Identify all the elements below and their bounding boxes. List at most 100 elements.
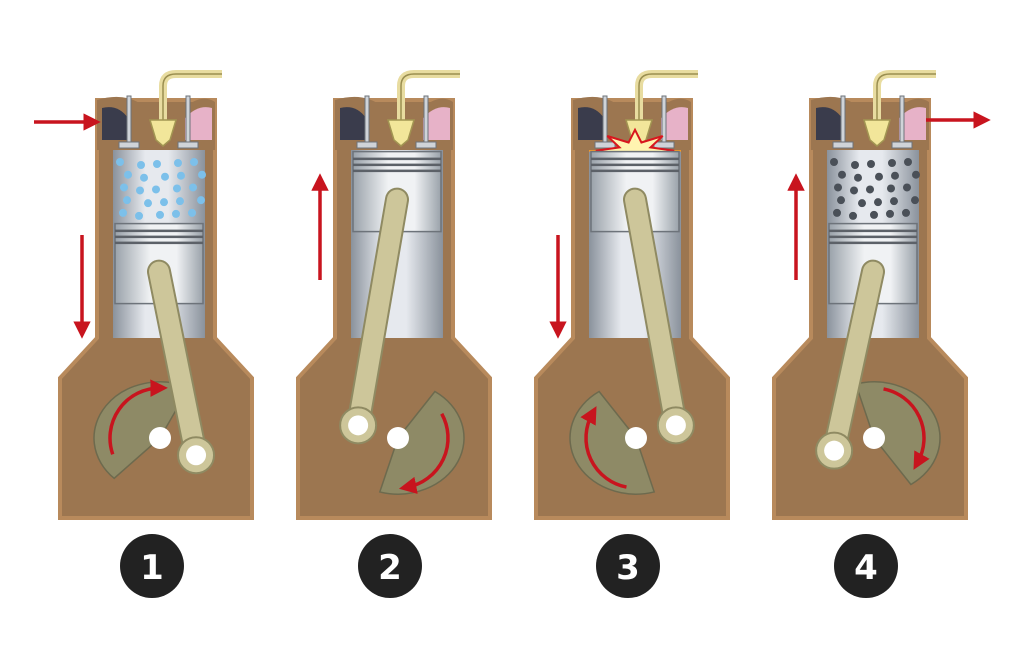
exhaust-valve-head [891, 141, 913, 149]
crankshaft-center [625, 427, 647, 449]
exhaust-valve-head [177, 141, 199, 149]
exhaust-particle [867, 160, 875, 168]
fuel-particle [198, 170, 206, 179]
step-badge [834, 534, 898, 598]
exhaust-particle [838, 170, 846, 179]
exhaust-particle [849, 211, 857, 220]
piston-ring [353, 169, 441, 173]
stroke-panel-2: 2 [296, 70, 492, 598]
fuel-particle [123, 196, 131, 205]
exhaust-particle [833, 208, 841, 217]
step-number: 4 [854, 548, 878, 588]
intake-valve-head [832, 141, 854, 149]
exhaust-particle [888, 159, 896, 167]
piston-ring [829, 229, 917, 233]
crank-pin [665, 415, 686, 436]
fuel-particle [144, 199, 152, 208]
fuel-particle [156, 210, 164, 219]
exhaust-particle [875, 172, 883, 181]
piston-ring [115, 241, 203, 245]
crank-pin [824, 440, 845, 461]
exhaust-particle [837, 196, 845, 205]
exhaust-particle [886, 209, 894, 218]
intake-port [816, 107, 842, 140]
fuel-particle [120, 183, 128, 192]
connecting-rod [348, 189, 407, 436]
crankshaft-center [387, 427, 409, 449]
exhaust-particle [912, 170, 920, 179]
spark-plug [862, 119, 892, 147]
exhaust-valve-head [415, 141, 437, 149]
step-badge [596, 534, 660, 598]
fuel-particle [137, 161, 145, 169]
piston-ring [115, 235, 203, 239]
fuel-particle [172, 209, 180, 218]
intake-valve-stem [602, 95, 608, 145]
step-badge [120, 534, 184, 598]
piston-ring [353, 157, 441, 161]
exhaust-particle [830, 158, 838, 166]
exhaust-particle [858, 199, 866, 208]
rotation-arrow [398, 412, 450, 494]
connecting-rod [149, 261, 207, 466]
crankshaft-center [863, 427, 885, 449]
stroke-panels: 1 2 3 4 [34, 70, 991, 598]
exhaust-valve-stem [185, 95, 191, 145]
fuel-particle [153, 160, 161, 168]
fuel-particle [119, 208, 127, 217]
fuel-particle [188, 208, 196, 217]
exhaust-particle [903, 183, 911, 192]
fuel-particle [173, 184, 181, 193]
fuel-particle [116, 158, 124, 166]
intake-valve-head [356, 141, 378, 149]
exhaust-port [661, 107, 688, 140]
fuel-particle [189, 183, 197, 192]
piston-ring [591, 163, 679, 167]
exhaust-particle [887, 184, 895, 193]
intake-valve-head [594, 141, 616, 149]
piston-ring [591, 157, 679, 161]
exhaust-particle [874, 198, 882, 207]
fuel-particle [190, 158, 198, 166]
exhaust-particle [866, 185, 874, 194]
intake-valve-head [118, 141, 140, 149]
step-badge [358, 534, 422, 598]
connecting-rod [625, 189, 686, 436]
piston-ring [829, 235, 917, 239]
piston-ring [353, 163, 441, 167]
stroke-panel-1: 1 [34, 70, 254, 598]
spark-plug-wire-edge [638, 73, 698, 120]
exhaust-particle [850, 186, 858, 195]
fuel-particle [140, 173, 148, 182]
fuel-particle [152, 185, 160, 194]
fuel-particle [135, 211, 143, 220]
rotation-arrow [883, 387, 930, 470]
connecting-rod [824, 261, 883, 461]
intake-port [340, 107, 366, 140]
crankshaft-center [149, 427, 171, 449]
fuel-particle [136, 186, 144, 195]
step-number: 1 [140, 548, 164, 588]
exhaust-port [423, 107, 450, 140]
fuel-particle [197, 196, 205, 205]
piston-ring [115, 229, 203, 233]
exhaust-particle [902, 208, 910, 217]
exhaust-port [185, 107, 212, 140]
rotation-arrow [580, 406, 627, 489]
intake-valve-stem [126, 95, 132, 145]
exhaust-particle [904, 158, 912, 166]
exhaust-particle [870, 210, 878, 219]
crank-pin [186, 445, 207, 466]
exhaust-valve-stem [423, 95, 429, 145]
intake-port [578, 107, 604, 140]
exhaust-particle [834, 183, 842, 192]
exhaust-particle [851, 161, 859, 169]
crank-pin [348, 415, 369, 436]
spark-plug [386, 119, 416, 147]
fuel-particle [160, 198, 168, 207]
fuel-particle [177, 171, 185, 180]
exhaust-particle [891, 171, 899, 180]
fuel-particle [174, 159, 182, 167]
step-number: 3 [616, 548, 640, 588]
